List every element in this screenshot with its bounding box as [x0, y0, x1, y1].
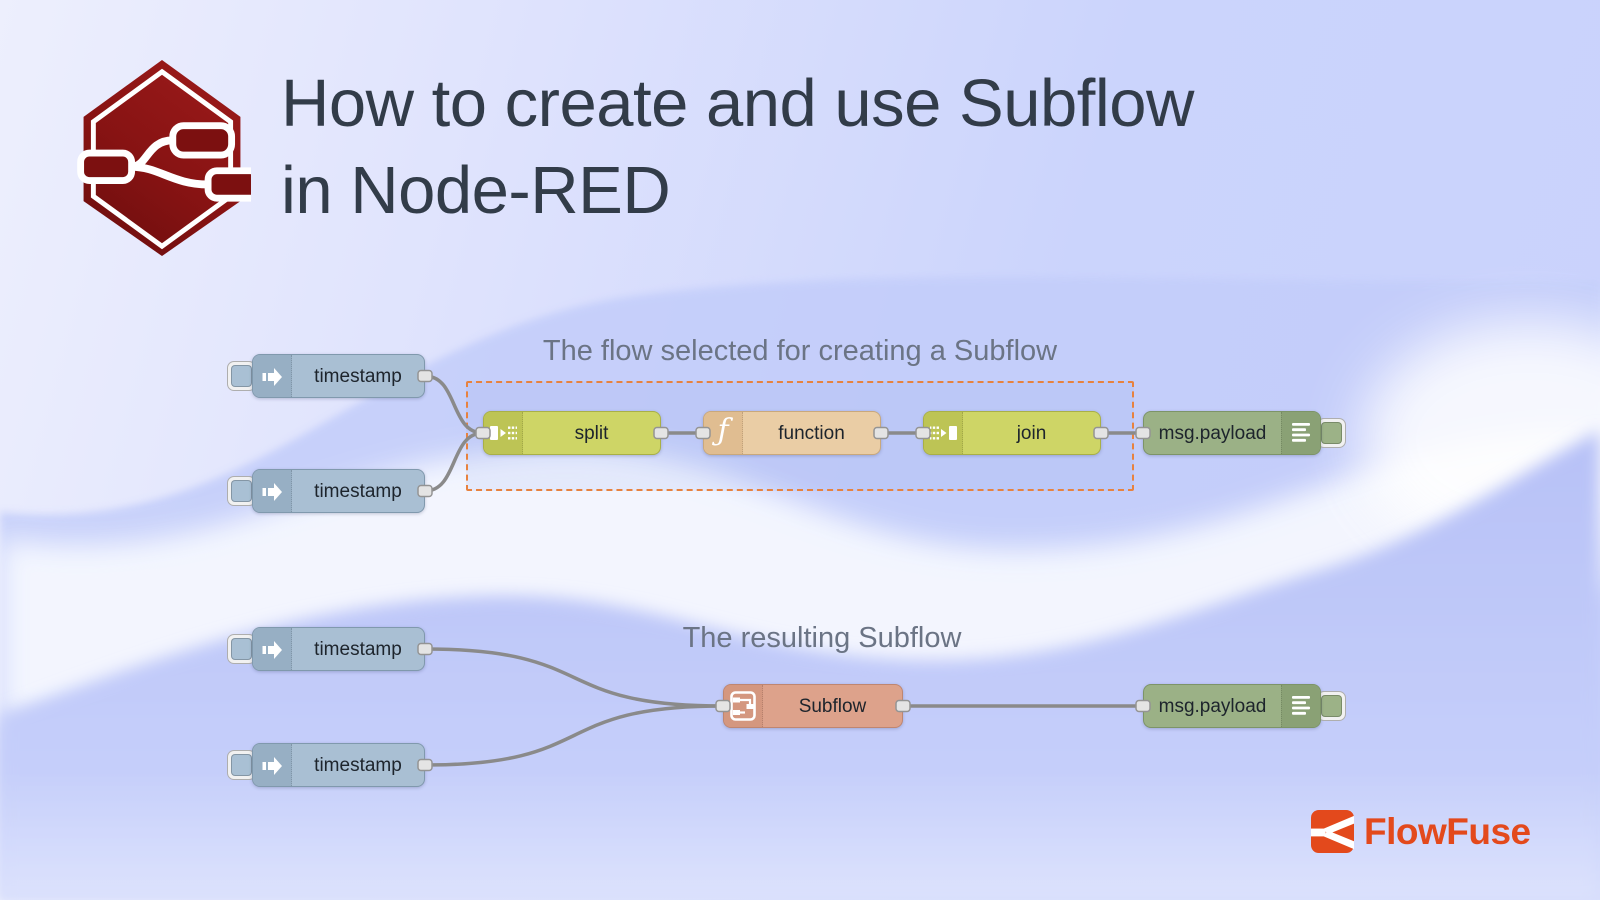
node-red-logo-icon [77, 59, 251, 257]
inject-button-inner [231, 754, 252, 776]
page-title-line1: How to create and use Subflow [281, 66, 1194, 141]
split-node[interactable]: split [483, 411, 661, 455]
split-icon-region [484, 412, 523, 454]
flow1-heading: The flow selected for creating a Subflow [542, 335, 1058, 367]
node-label: split [574, 423, 609, 444]
node-label: timestamp [314, 755, 402, 776]
debug-list-icon [1292, 423, 1310, 442]
debug-button[interactable] [1317, 691, 1346, 721]
split-icon [489, 426, 517, 440]
inject-node-timestamp-3[interactable]: timestamp [252, 627, 425, 671]
debug-node-msg-payload-2[interactable]: msg.payload [1143, 684, 1321, 728]
inject-arrow-icon [262, 483, 282, 501]
debug-list-icon [1292, 696, 1310, 715]
flow2-heading: The resulting Subflow [682, 622, 962, 654]
inject-arrow-icon [262, 368, 282, 386]
inject-node-timestamp-2[interactable]: timestamp [252, 469, 425, 513]
flowfuse-wordmark: FlowFuse [1364, 810, 1531, 852]
debug-node-msg-payload-1[interactable]: msg.payload [1143, 411, 1321, 455]
node-label: join [1016, 423, 1047, 444]
function-f-icon: ƒ [717, 413, 729, 448]
node-label: function [778, 423, 845, 444]
subflow-icon-region [724, 685, 763, 727]
debug-button-inner [1321, 695, 1342, 717]
inject-button[interactable] [227, 634, 256, 664]
inject-button-inner [231, 638, 252, 660]
join-icon-region [924, 412, 963, 454]
function-icon-region: ƒ [704, 412, 743, 454]
inject-icon-region [253, 470, 292, 512]
node-label: timestamp [314, 639, 402, 660]
flowfuse-branch-icon [1311, 810, 1354, 853]
join-icon [929, 426, 957, 440]
inject-button[interactable] [227, 476, 256, 506]
inject-button[interactable] [227, 750, 256, 780]
inject-icon-region [253, 355, 292, 397]
node-label: msg.payload [1158, 423, 1267, 444]
inject-node-timestamp-4[interactable]: timestamp [252, 743, 425, 787]
inject-arrow-icon [262, 641, 282, 659]
inject-icon-region [253, 628, 292, 670]
flowfuse-logo: FlowFuse [1311, 810, 1531, 853]
inject-button[interactable] [227, 361, 256, 391]
join-node[interactable]: join [923, 411, 1101, 455]
inject-button-inner [231, 480, 252, 502]
debug-button[interactable] [1317, 418, 1346, 448]
subflow-node[interactable]: Subflow [723, 684, 903, 728]
debug-icon-region [1281, 685, 1320, 727]
inject-arrow-icon [262, 757, 282, 775]
node-label: Subflow [798, 696, 867, 717]
inject-icon-region [253, 744, 292, 786]
page-title-line2: in Node-RED [281, 153, 671, 228]
debug-button-inner [1321, 422, 1342, 444]
inject-node-timestamp-1[interactable]: timestamp [252, 354, 425, 398]
page-title: How to create and use Subflow in Node-RE… [281, 60, 1194, 234]
debug-icon-region [1281, 412, 1320, 454]
inject-button-inner [231, 365, 252, 387]
node-label: timestamp [314, 366, 402, 387]
node-label: msg.payload [1158, 696, 1267, 717]
node-label: timestamp [314, 481, 402, 502]
function-node[interactable]: ƒ function [703, 411, 881, 455]
subflow-icon [730, 691, 756, 721]
